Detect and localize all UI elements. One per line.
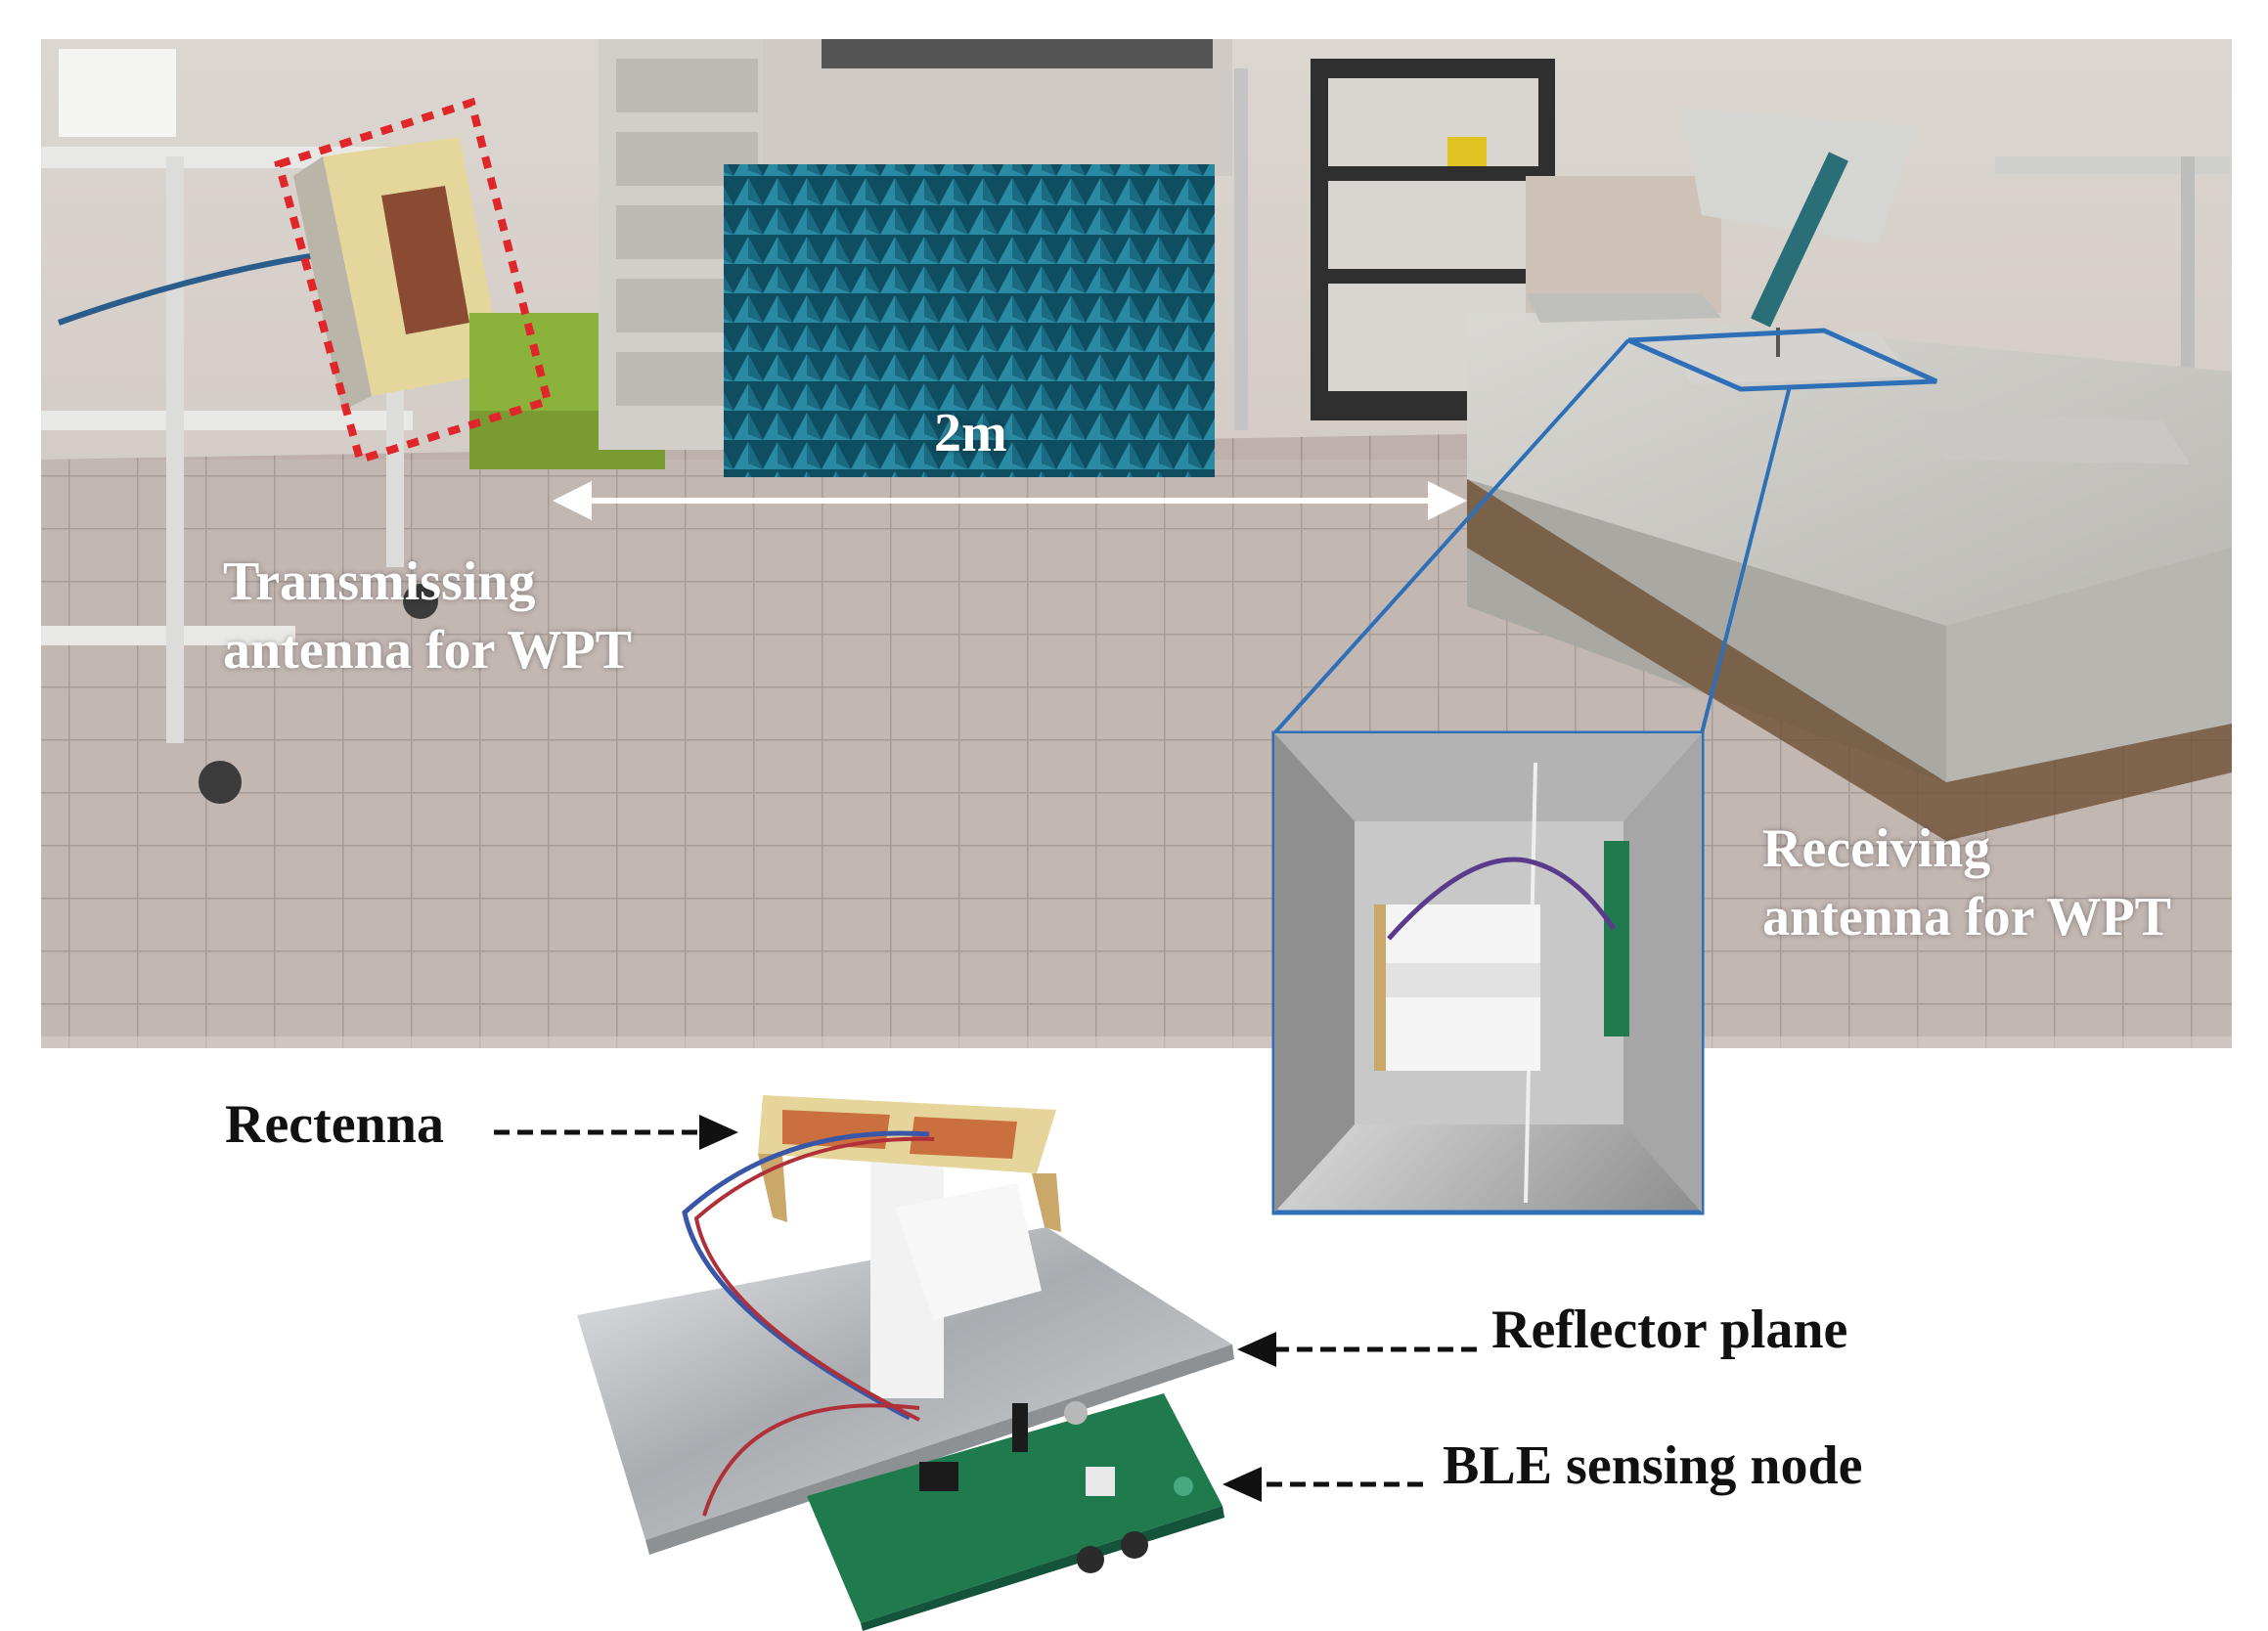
receiving-label-line2: antenna for WPT [1762, 887, 2171, 948]
rectenna-assembly [577, 1095, 1234, 1631]
transmitting-antenna-label: Transmissing antenna for WPT [223, 548, 632, 684]
pointer-rectenna [494, 1115, 738, 1150]
distance-arrow [553, 481, 1467, 520]
receiver-inset [1271, 730, 1705, 1215]
rectenna-label: Rectenna [225, 1094, 444, 1155]
zoom-line-right [1700, 385, 1792, 734]
ble-sensing-node-label: BLE sensing node [1443, 1435, 1863, 1496]
reflector-plane-label: Reflector plane [1491, 1300, 1848, 1360]
shelf-unit [1311, 59, 1555, 420]
transmitting-antenna [293, 137, 504, 411]
receiving-antenna-label: Receiving antenna for WPT [1762, 815, 2171, 951]
rf-absorber [724, 164, 1215, 477]
receiving-label-line1: Receiving [1762, 818, 1991, 879]
concrete-block [1467, 293, 2232, 841]
transmitting-antenna-highlight [274, 97, 553, 465]
pointer-ble [1223, 1467, 1423, 1502]
transmitting-label-line2: antenna for WPT [223, 620, 632, 681]
zoom-line-left [1272, 338, 1630, 735]
distance-label: 2m [934, 403, 1007, 463]
pointer-reflector [1237, 1332, 1477, 1367]
receiving-antenna-highlight [1627, 328, 1938, 392]
transmitting-label-line1: Transmissing [223, 551, 536, 612]
left-cart [41, 49, 438, 804]
